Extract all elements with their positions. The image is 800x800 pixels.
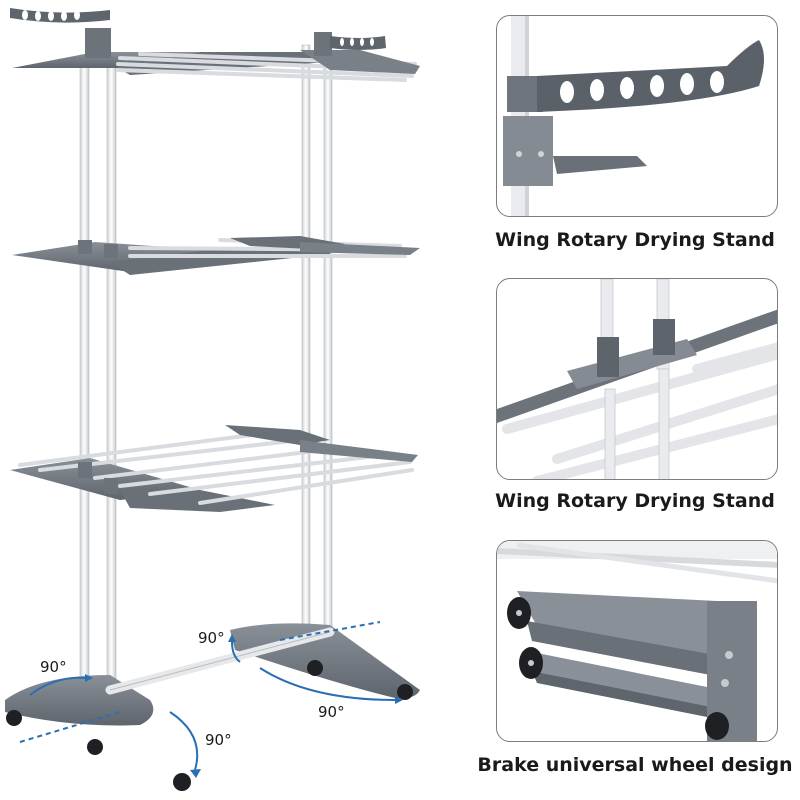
rack-base <box>5 623 420 791</box>
detail-panel-rotary-joint <box>496 278 778 480</box>
rotation-indicators <box>19 621 403 778</box>
bottom-shelf <box>10 425 418 512</box>
hanger-wing-right <box>314 32 386 56</box>
caster-wheel-icon <box>497 541 777 741</box>
rotation-angle-label: 90° <box>40 658 67 676</box>
panel-caption: Brake universal wheel design <box>477 754 793 776</box>
top-shelf <box>10 8 420 82</box>
rotation-angle-label: 90° <box>205 731 232 749</box>
hanger-wing-left <box>10 8 111 58</box>
rotation-angle-label: 90° <box>198 629 225 647</box>
detail-panel-caster-wheel <box>496 540 778 742</box>
panel-caption: Wing Rotary Drying Stand <box>495 229 775 251</box>
rotation-angle-label: 90° <box>318 703 345 721</box>
detail-panel-hanger-wing <box>496 15 778 217</box>
rack-poles <box>79 44 333 706</box>
hanger-wing-icon <box>503 16 764 216</box>
panel-caption: Wing Rotary Drying Stand <box>495 490 775 512</box>
rotary-joint-icon <box>497 279 777 479</box>
caster-wheels <box>6 660 413 791</box>
middle-shelf <box>12 236 420 275</box>
drying-rack-main-view: 90° 90° 90° 90° <box>5 8 420 791</box>
